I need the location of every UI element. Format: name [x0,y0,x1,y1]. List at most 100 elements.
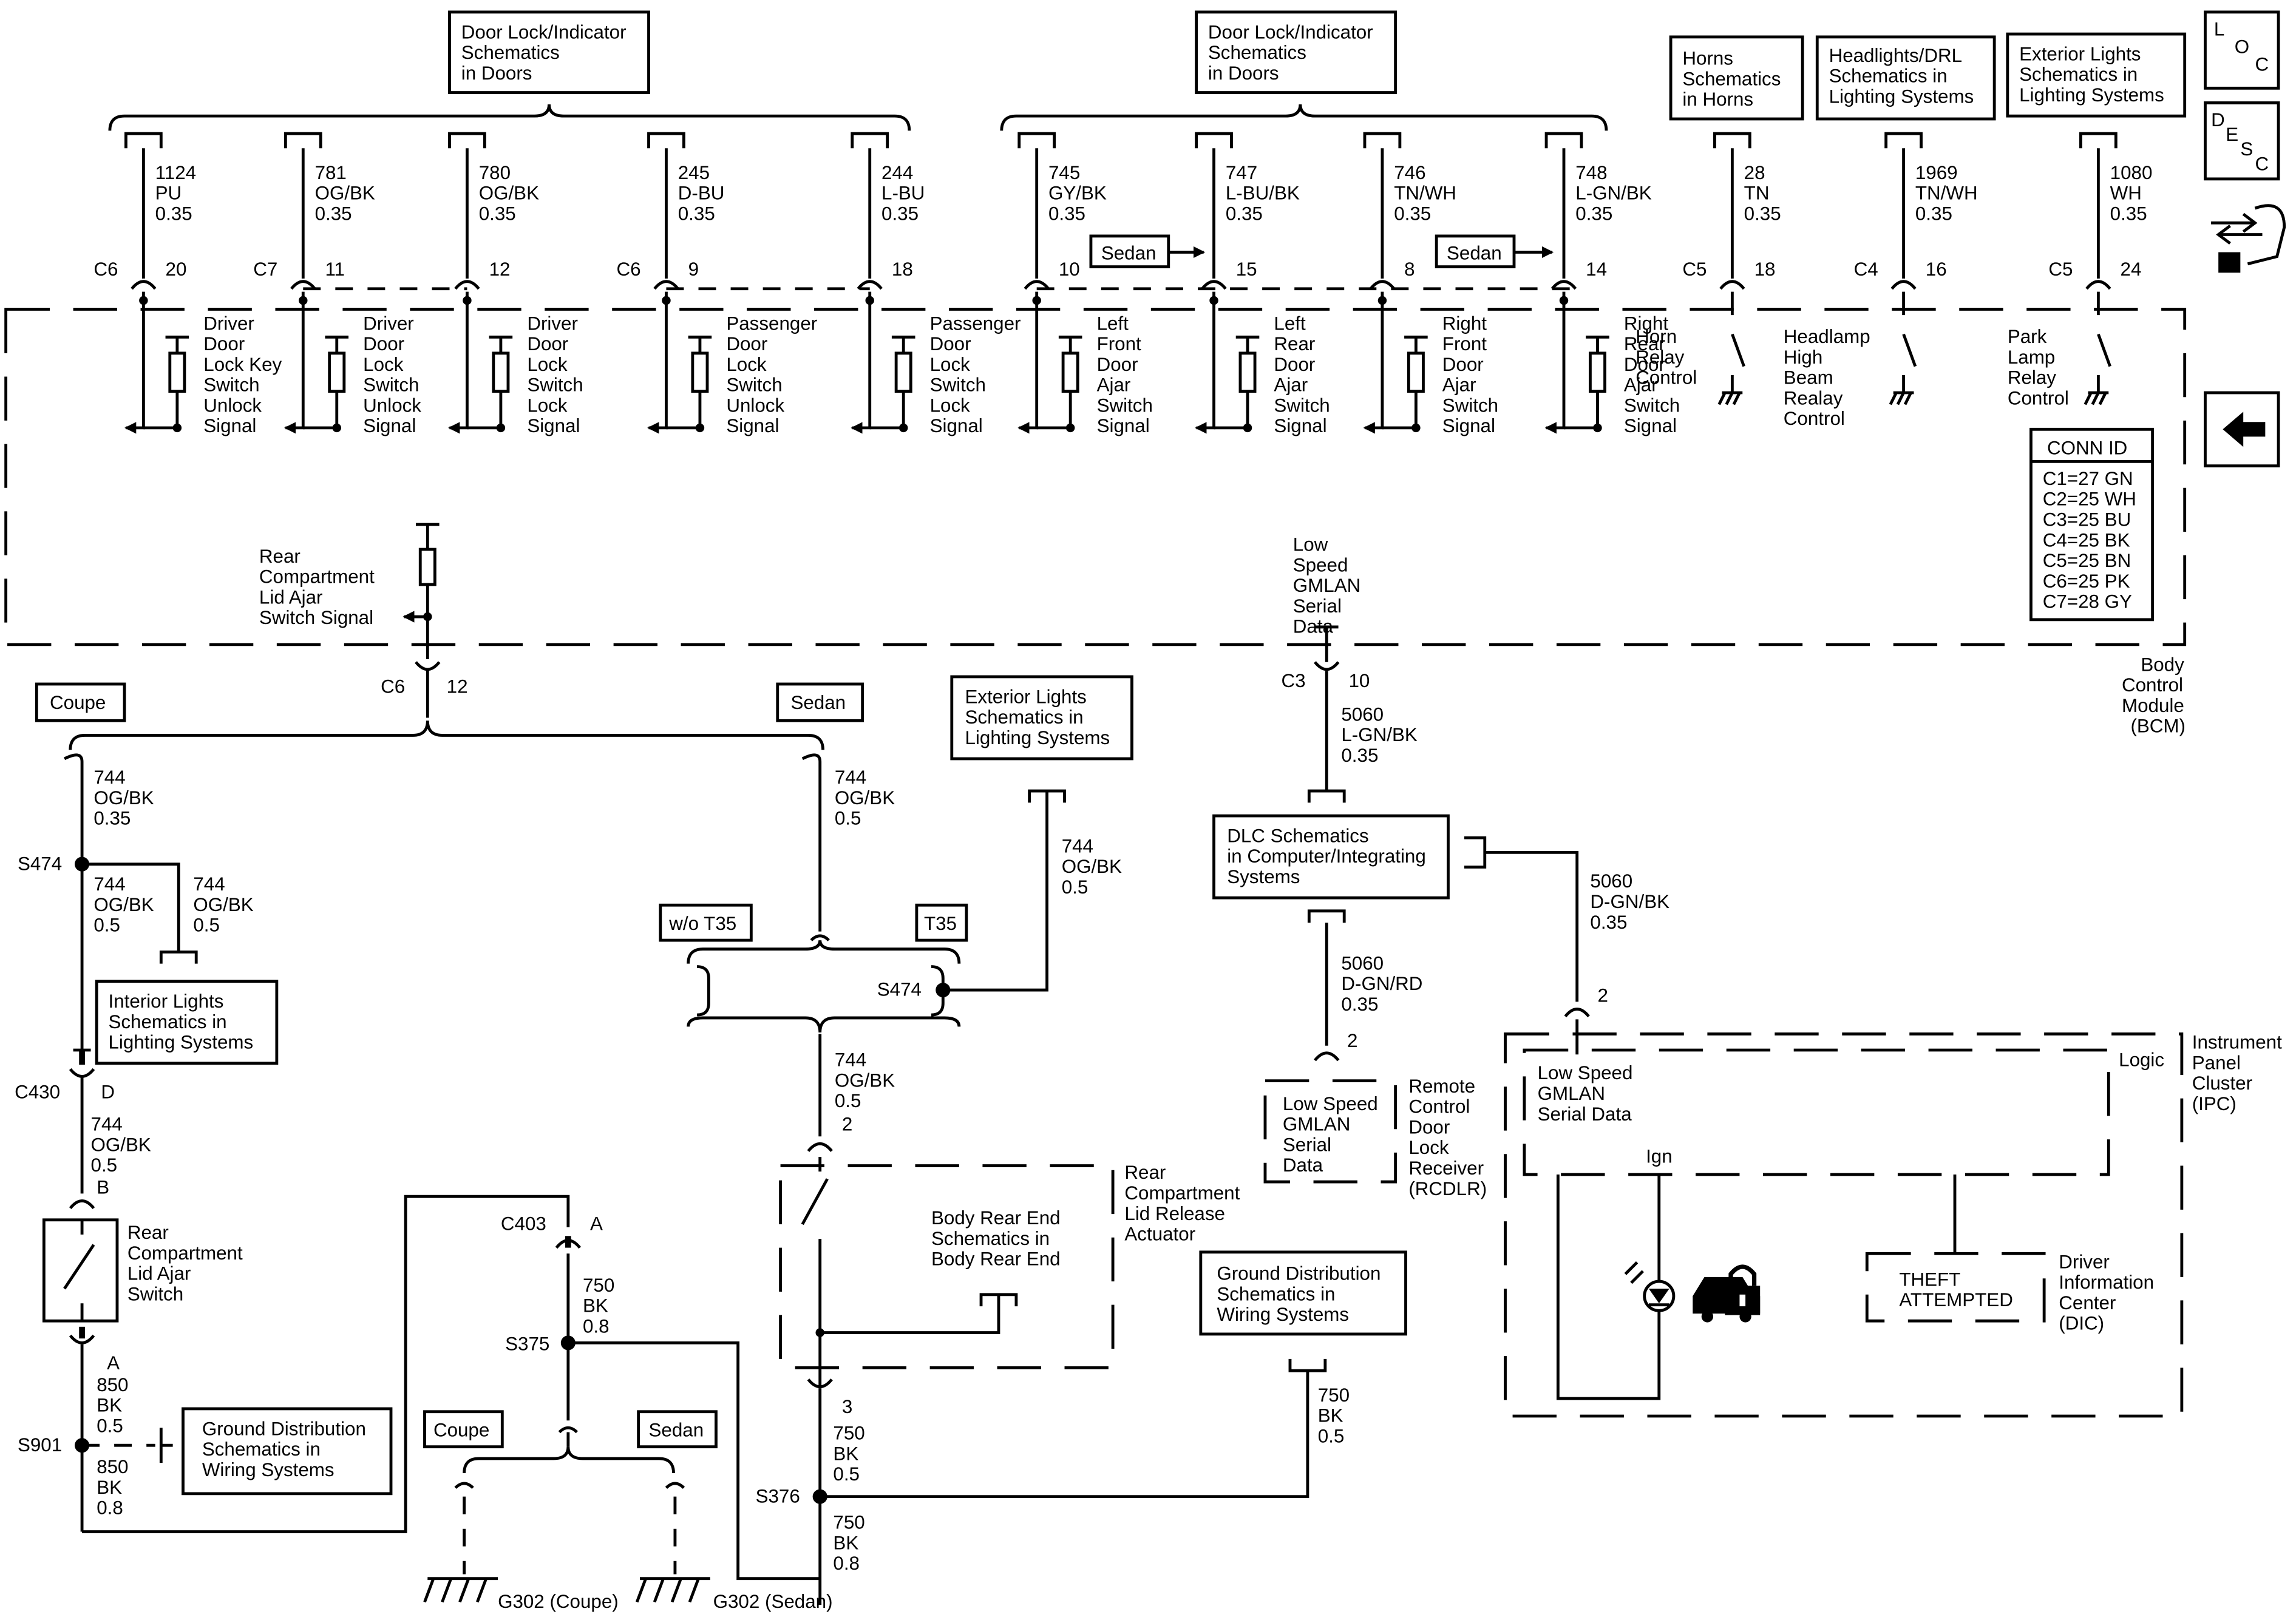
signal-label: Passenger [726,313,817,334]
signal-label: Ajar [1624,375,1658,396]
connector-label: C6 [381,676,405,697]
gmlan-label: Serial [1293,595,1342,617]
splice-label: S474 [877,979,922,1000]
circuit-781: 781OG/BK0.3511C7DriverDoorLockSwitchUnlo… [253,132,421,436]
signal-label: Switch [1274,395,1330,416]
signal-label: Unlock [203,395,262,416]
dic-line: Center [2059,1292,2116,1314]
ign-label: Ign [1646,1146,1673,1167]
bcm-label-line: Module [2122,695,2184,716]
desc-letter: S [2240,138,2253,160]
signal-label: Lock [930,354,971,375]
circuit-number: 780 [479,162,511,183]
wire-text: 0.5 [91,1154,118,1176]
loc-letter: O [2235,36,2249,57]
ref-line: Schematics [1208,42,1306,63]
conn-id-entry: C7=28 GY [2043,591,2132,612]
wire-text: 5060 [1341,703,1384,725]
wire-text: 750 [833,1423,864,1444]
conn-id-box: CONN ID C1=27 GN C2=25 WH C3=25 BU C4=25… [2029,427,2155,622]
ipc-logic-boundary [1523,1048,2110,1176]
signal-label: Switch [930,375,986,396]
wire-text: 0.35 [1341,994,1378,1015]
desc-button[interactable]: D E S C [2204,101,2280,181]
signal-label: Door [1442,354,1484,375]
rear-lid-label: Switch Signal [259,607,373,628]
signal-label: Switch [1442,395,1498,416]
wire-text: BK [833,1443,858,1464]
rcdlr-line: Control [1408,1096,1470,1117]
ref-line: Lighting Systems [2019,84,2164,106]
signal-label: Signal [1274,415,1326,436]
logic-label: Logic [2119,1049,2164,1071]
pin-label: 18 [1754,259,1776,280]
wire-text: 0.8 [833,1553,860,1574]
back-arrow-button[interactable] [2204,391,2280,468]
pin-label: 8 [1404,259,1415,280]
connector-label: C3 [1281,670,1305,691]
signal-label: Switch [1624,395,1680,416]
t35-tag: T35 [915,903,968,942]
rear-lid-switch-label: Rear Compartment Lid Ajar Switch [127,1222,243,1304]
signal-label: Door [363,333,404,354]
signal-label: Door [1274,354,1315,375]
wire-gauge: 0.35 [1394,203,1431,224]
circuit-746: 746TN/WH0.358RightFrontDoorAjarSwitchSig… [1363,132,1498,436]
pin-label: 12 [489,259,511,280]
signal-label: Driver [203,313,254,334]
connector-label: C403 [501,1213,546,1235]
signal-label: Ajar [1274,375,1308,396]
tag-text: Sedan [790,692,846,713]
signal-label: Signal [1624,415,1677,436]
wire-text: OG/BK [1062,856,1122,877]
ground-label: G302 (Sedan) [713,1591,833,1612]
ref-line: Ground Distribution [202,1418,366,1439]
pin-label: 11 [325,259,345,280]
tag-text: Coupe [50,692,106,713]
sedan-tag-ground: Sedan [637,1410,718,1449]
tag-text: Coupe [433,1420,489,1441]
wire-text: 750 [1318,1385,1350,1406]
circuit-number: 1124 [155,162,196,183]
signal-label: Lock Key [203,354,282,375]
theft-text: ATTEMPTED [1899,1289,2012,1310]
conn-id-entry: C3=25 BU [2043,509,2131,530]
circuit-number: 1969 [1915,162,1958,183]
sedan-tag-lower: Sedan [776,682,864,722]
signal-label: Right [1624,313,1668,334]
desc-letter: C [2255,153,2269,174]
conn-id-entry: C6=25 PK [2043,571,2130,592]
wire-text: 850 [97,1374,128,1395]
ref-line: Ground Distribution [1217,1263,1381,1284]
pin-label: 12 [447,676,468,697]
pin-label: 15 [1236,259,1257,280]
ref-line: Schematics in [965,707,1084,728]
ref-line: in Doors [1208,63,1279,84]
rcdlr-line: Receiver [1408,1158,1484,1179]
conn-id-entry: C4=25 BK [2043,529,2130,551]
circuit-number: 781 [315,162,347,183]
wire-text: 750 [833,1512,864,1533]
ref-line: Schematics in [1217,1283,1335,1304]
signal-label: High [1784,347,1822,368]
sedan-tag-text: Sedan [1101,243,1156,264]
signal-label: Signal [726,415,779,436]
signal-label: Left [1274,313,1306,334]
ipc-line: Cluster [2192,1073,2252,1094]
signal-label: Lock [527,395,568,416]
connector-tool-icon[interactable] [2211,204,2286,273]
signal-label: Right [1442,313,1487,334]
wire-label: 744 OG/BK 0.35 744 OG/BK 0.5 744 OG/BK 0… [93,767,253,936]
ref-line: Lighting Systems [1829,86,1974,107]
pin-label: 2 [1597,985,1608,1006]
circuit-244: 244L-BU0.3518PassengerDoorLockSwitchLock… [851,132,1021,436]
signal-label: Front [1442,333,1487,354]
rcdlr-boundary [1263,1079,1398,1184]
ref-body-rear: Body Rear End Schematics in Body Rear En… [931,1207,1061,1270]
loc-button[interactable]: L O C [2204,10,2280,90]
wire-gauge: 0.35 [479,203,516,224]
dic-line: (DIC) [2059,1313,2104,1334]
ground-label: G302 (Coupe) [498,1591,619,1612]
wire-text: 744 [1062,835,1093,856]
